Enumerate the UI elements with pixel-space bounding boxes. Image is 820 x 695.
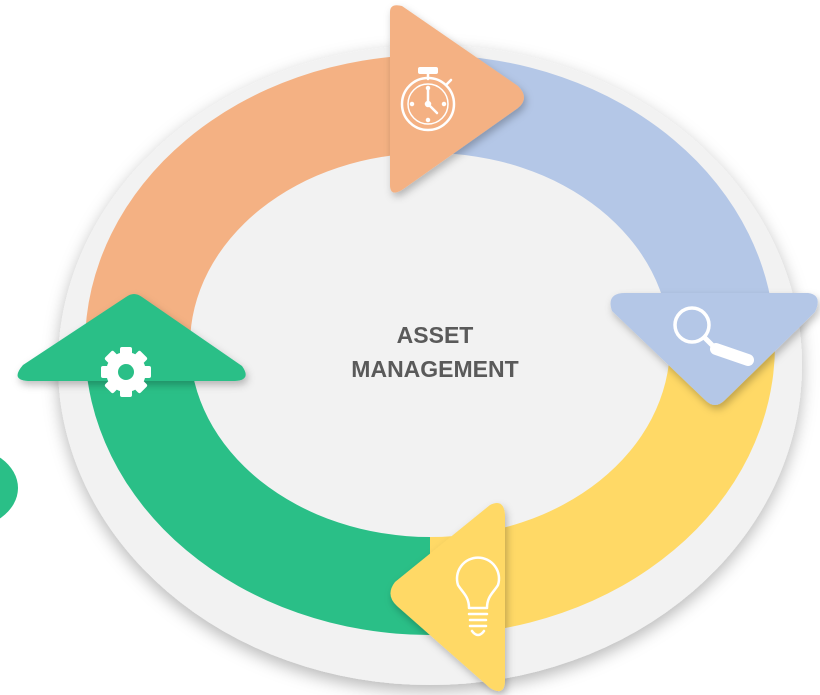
- stopwatch-icon: [400, 67, 456, 132]
- arrowhead-green: [17, 294, 246, 381]
- gear-icon: [101, 347, 151, 397]
- center-title-line-2: MANAGEMENT: [351, 356, 519, 382]
- center-title-line-1: ASSET: [396, 322, 474, 348]
- arrowhead-yellow: [390, 502, 505, 692]
- segment-green: [85, 345, 430, 635]
- arrowhead-orange: [390, 5, 524, 193]
- segment-blue: [430, 55, 775, 345]
- lightbulb-icon: [455, 556, 501, 637]
- center-title: ASSET MANAGEMENT: [300, 318, 570, 386]
- decorative-circle: [0, 457, 18, 519]
- magnifier-icon: [673, 306, 754, 366]
- segment-yellow: [430, 345, 775, 635]
- segment-orange: [85, 55, 430, 345]
